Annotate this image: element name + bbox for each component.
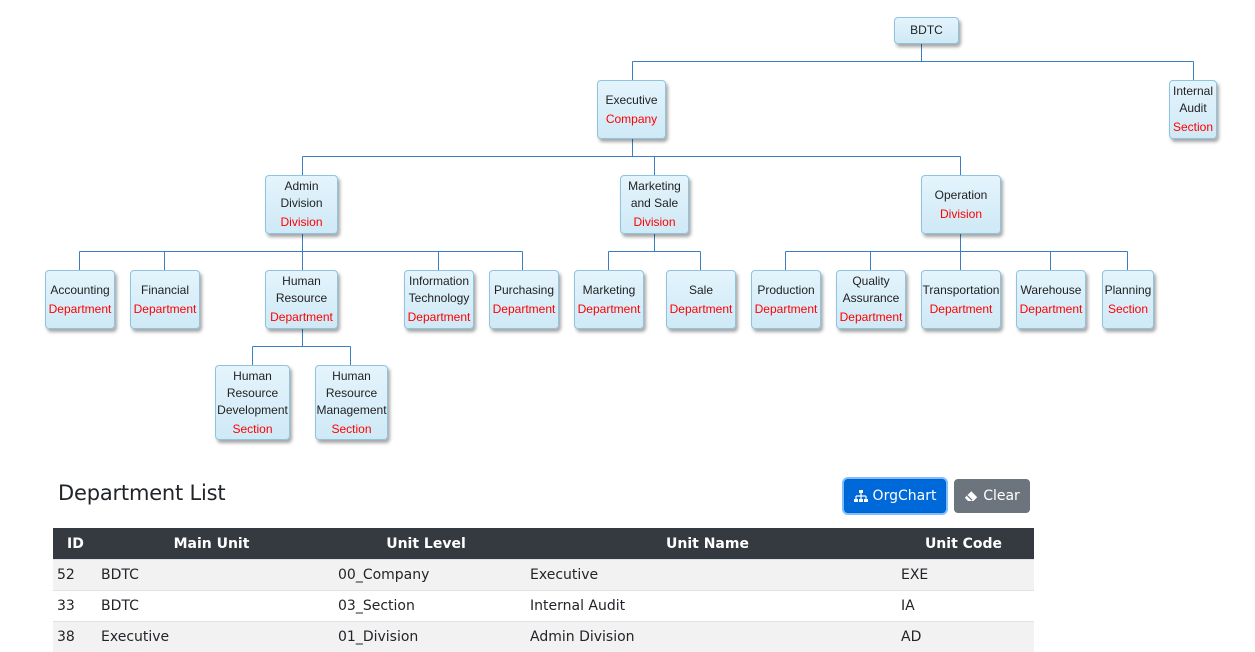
org-node-hr-development[interactable]: Human Resource Development Section	[215, 365, 290, 440]
cell-unit-name: Admin Division	[522, 622, 893, 652]
org-node-name: Quality Assurance	[837, 273, 905, 307]
org-node-financial[interactable]: Financial Department	[130, 270, 200, 329]
cell-unit-level: 00_Company	[330, 560, 522, 591]
org-node-name: Marketing	[580, 282, 639, 299]
sitemap-icon	[854, 490, 868, 502]
org-node-name: Warehouse	[1018, 282, 1085, 299]
org-node-name: Executive	[602, 92, 660, 109]
column-header-id[interactable]: ID	[53, 528, 93, 560]
org-node-level: Department	[408, 309, 471, 326]
org-node-level: Department	[134, 301, 197, 318]
cell-unit-code: EXE	[893, 560, 1034, 591]
org-node-name: Sale	[686, 282, 716, 299]
clear-button[interactable]: Clear	[954, 479, 1030, 513]
org-node-name: Production	[754, 282, 817, 299]
column-header-unit-name[interactable]: Unit Name	[522, 528, 893, 560]
orgchart-button[interactable]: OrgChart	[844, 479, 946, 513]
org-node-admin-division[interactable]: Admin Division Division	[265, 175, 338, 234]
org-node-marketing-sale[interactable]: Marketing and Sale Division	[620, 175, 689, 234]
department-table: ID Main Unit Unit Level Unit Name Unit C…	[53, 528, 1034, 652]
cell-unit-code: IA	[893, 591, 1034, 622]
cell-main-unit: BDTC	[93, 591, 330, 622]
org-node-name: Accounting	[47, 282, 112, 299]
org-node-name: BDTC	[907, 22, 946, 39]
org-node-name: Operation	[932, 187, 991, 204]
org-node-level: Department	[755, 301, 818, 318]
org-node-name: Financial	[138, 282, 192, 299]
clear-button-label: Clear	[983, 488, 1020, 504]
orgchart-button-label: OrgChart	[873, 488, 937, 504]
column-header-unit-level[interactable]: Unit Level	[330, 528, 522, 560]
cell-unit-level: 01_Division	[330, 622, 522, 652]
org-node-level: Section	[1108, 301, 1148, 318]
org-node-level: Department	[578, 301, 641, 318]
org-node-name: Admin Division	[266, 178, 337, 212]
org-node-sale[interactable]: Sale Department	[666, 270, 736, 329]
eraser-icon	[964, 491, 978, 502]
org-node-name: Internal Audit	[1170, 83, 1216, 117]
cell-id: 33	[53, 591, 93, 622]
org-node-level: Division	[633, 214, 675, 231]
org-node-name: Purchasing	[491, 282, 557, 299]
cell-unit-level: 03_Section	[330, 591, 522, 622]
org-node-level: Department	[1020, 301, 1083, 318]
org-node-level: Section	[232, 421, 272, 438]
table-header-row: ID Main Unit Unit Level Unit Name Unit C…	[53, 528, 1034, 560]
table-row[interactable]: 52 BDTC 00_Company Executive EXE	[53, 560, 1034, 591]
org-node-transportation[interactable]: Transportation Department	[921, 270, 1001, 329]
cell-id: 38	[53, 622, 93, 652]
org-node-name: Human Resource	[266, 273, 337, 307]
org-node-name: Transportation	[920, 282, 1003, 299]
org-node-level: Department	[493, 301, 556, 318]
cell-main-unit: Executive	[93, 622, 330, 652]
org-connector-lines	[0, 0, 1255, 470]
page-title: Department List	[58, 481, 225, 505]
org-node-internal-audit[interactable]: Internal Audit Section	[1169, 80, 1217, 139]
org-node-accounting[interactable]: Accounting Department	[45, 270, 115, 329]
org-node-warehouse[interactable]: Warehouse Department	[1016, 270, 1086, 329]
org-node-bdtc[interactable]: BDTC	[894, 17, 959, 44]
org-node-level: Department	[840, 309, 903, 326]
org-node-level: Section	[331, 421, 371, 438]
org-node-name: Marketing and Sale	[621, 178, 688, 212]
org-node-purchasing[interactable]: Purchasing Department	[489, 270, 559, 329]
org-node-executive[interactable]: Executive Company	[597, 80, 666, 139]
cell-unit-name: Internal Audit	[522, 591, 893, 622]
org-node-hr-management[interactable]: Human Resource Management Section	[315, 365, 388, 440]
cell-id: 52	[53, 560, 93, 591]
cell-unit-code: AD	[893, 622, 1034, 652]
org-node-human-resource[interactable]: Human Resource Department	[265, 270, 338, 329]
org-node-information-technology[interactable]: Information Technology Department	[404, 270, 474, 329]
column-header-main-unit[interactable]: Main Unit	[93, 528, 330, 560]
org-node-level: Department	[49, 301, 112, 318]
org-node-level: Department	[670, 301, 733, 318]
org-node-level: Division	[280, 214, 322, 231]
org-node-name: Information Technology	[405, 273, 473, 307]
org-node-name: Planning	[1102, 282, 1155, 299]
cell-main-unit: BDTC	[93, 560, 330, 591]
org-node-level: Division	[940, 206, 982, 223]
org-node-level: Department	[930, 301, 993, 318]
org-node-level: Section	[1173, 119, 1213, 136]
org-node-planning[interactable]: Planning Section	[1102, 270, 1154, 329]
cell-unit-name: Executive	[522, 560, 893, 591]
org-node-level: Company	[606, 111, 657, 128]
table-row[interactable]: 38 Executive 01_Division Admin Division …	[53, 622, 1034, 652]
org-node-marketing[interactable]: Marketing Department	[574, 270, 644, 329]
org-node-operation[interactable]: Operation Division	[921, 175, 1001, 234]
org-node-name: Human Resource Development	[214, 368, 291, 419]
org-node-name: Human Resource Management	[313, 368, 389, 419]
table-row[interactable]: 33 BDTC 03_Section Internal Audit IA	[53, 591, 1034, 622]
org-node-level: Department	[270, 309, 333, 326]
org-node-quality-assurance[interactable]: Quality Assurance Department	[836, 270, 906, 329]
org-node-production[interactable]: Production Department	[751, 270, 821, 329]
column-header-unit-code[interactable]: Unit Code	[893, 528, 1034, 560]
